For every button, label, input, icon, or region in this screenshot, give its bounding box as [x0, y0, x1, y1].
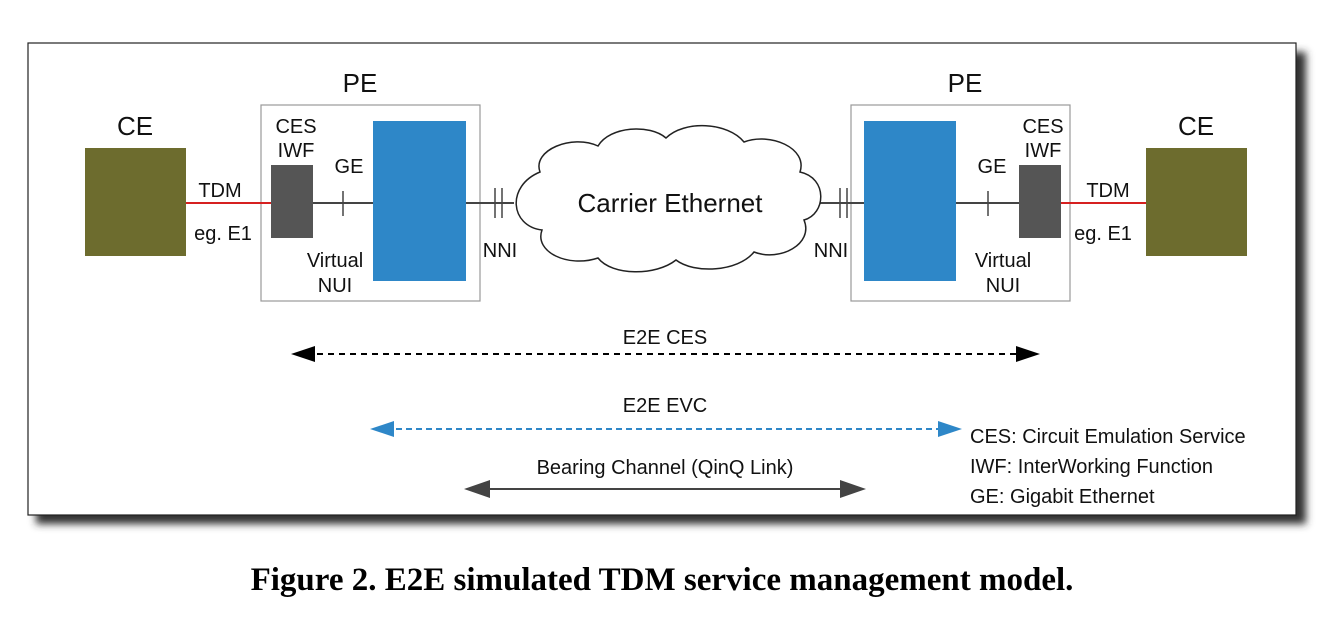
e2e-ces-arrowhead-left [291, 346, 315, 362]
e1-label-right: eg. E1 [1074, 223, 1132, 245]
ces-label-right: CES [1022, 116, 1063, 138]
bearing-channel-arrowhead-right [840, 480, 866, 498]
e2e-evc-label: E2E EVC [623, 395, 707, 417]
legend-item-ge: GE: Gigabit Ethernet [970, 486, 1155, 508]
switch-box-right [864, 121, 956, 281]
nui-label-right: NUI [986, 275, 1020, 297]
ces-iwf-box-left [271, 165, 313, 238]
legend: CES: Circuit Emulation Service IWF: Inte… [970, 426, 1246, 508]
e2e-ces-arrowhead-right [1016, 346, 1040, 362]
e2e-ces-label: E2E CES [623, 327, 707, 349]
cloud-label: Carrier Ethernet [578, 188, 764, 218]
iwf-label-right: IWF [1025, 140, 1062, 162]
ces-label-left: CES [275, 116, 316, 138]
ces-iwf-box-right [1019, 165, 1061, 238]
ce-box-right [1146, 148, 1247, 256]
iwf-label-left: IWF [278, 140, 315, 162]
carrier-ethernet-cloud [515, 125, 822, 273]
e2e-evc-arrowhead-left [370, 421, 394, 437]
diagram-frame [27, 42, 1297, 516]
ge-label-right: GE [978, 156, 1007, 178]
bearing-channel-label: Bearing Channel (QinQ Link) [537, 457, 794, 479]
ce-box-left [85, 148, 186, 256]
legend-item-ces: CES: Circuit Emulation Service [970, 426, 1246, 448]
tdm-label-right: TDM [1086, 180, 1129, 202]
switch-box-left [373, 121, 466, 281]
nni-label-right: NNI [814, 240, 848, 262]
ge-label-left: GE [335, 156, 364, 178]
virtual-label-right: Virtual [975, 250, 1031, 272]
tdm-label-left: TDM [198, 180, 241, 202]
pe-label-right: PE [948, 68, 983, 98]
e1-label-left: eg. E1 [194, 223, 252, 245]
bearing-channel-arrowhead-left [464, 480, 490, 498]
e2e-evc-arrowhead-right [938, 421, 962, 437]
pe-label-left: PE [343, 68, 378, 98]
legend-item-iwf: IWF: InterWorking Function [970, 456, 1213, 478]
figure-caption: Figure 2. E2E simulated TDM service mana… [250, 562, 1074, 598]
ce-label-right: CE [1178, 111, 1214, 141]
nui-label-left: NUI [318, 275, 352, 297]
virtual-label-left: Virtual [307, 250, 363, 272]
ce-label-left: CE [117, 111, 153, 141]
nni-label-left: NNI [483, 240, 517, 262]
